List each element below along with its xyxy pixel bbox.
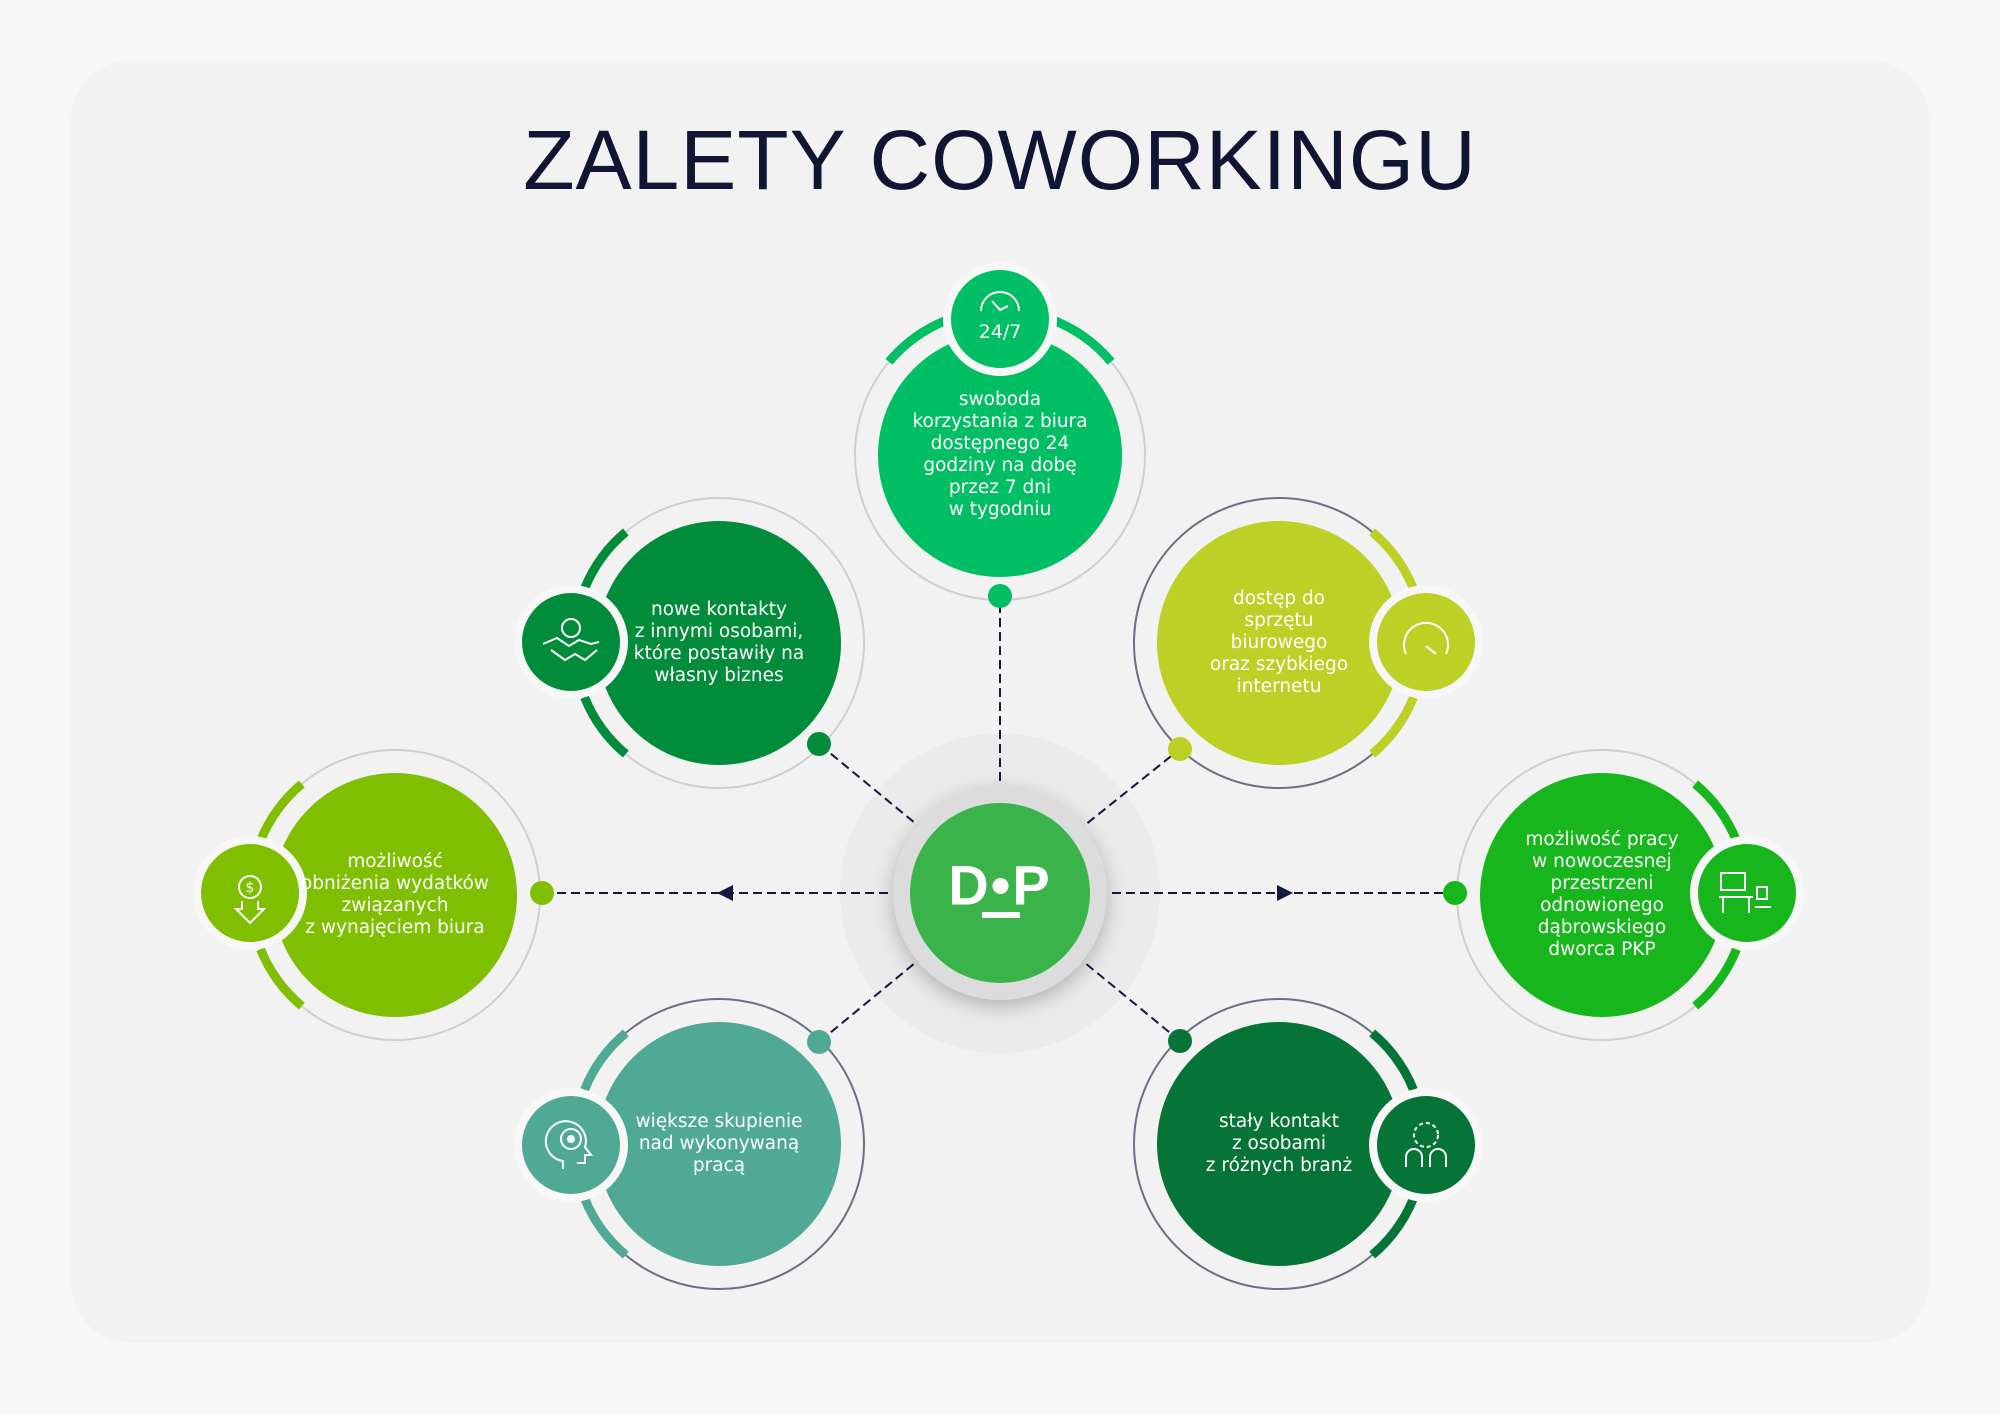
accent-arc <box>1369 528 1418 591</box>
gauge <box>1403 621 1449 655</box>
icon-circle <box>522 1096 620 1194</box>
focus-head-icon <box>544 1120 593 1169</box>
main-circle <box>597 521 841 765</box>
needle <box>1425 645 1437 655</box>
item-right <box>1443 749 1804 1041</box>
speedometer-icon <box>1403 621 1449 655</box>
logo-dp: D•P <box>948 853 1052 917</box>
page-title: ZALETY COWORKINGU <box>523 113 1477 207</box>
icon-circle <box>1698 844 1796 942</box>
head <box>544 1120 593 1169</box>
connector-dot <box>807 1030 831 1054</box>
clock-24-7-icon: 24/7 <box>979 291 1022 343</box>
icon-circle <box>1377 1096 1475 1194</box>
office-desk-icon <box>1719 872 1771 913</box>
clock-hands <box>991 300 1009 312</box>
handshake-icon <box>542 618 600 662</box>
target-center <box>567 1135 575 1143</box>
accent-arc <box>1692 780 1741 843</box>
center-circle <box>910 803 1090 983</box>
accent-arc <box>580 695 629 758</box>
item-top-left <box>514 497 865 789</box>
people-network-icon <box>1405 1122 1447 1167</box>
accent-arc <box>256 780 305 843</box>
accent-arc <box>885 316 948 365</box>
main-circle <box>1157 521 1401 765</box>
accent-arc <box>1369 695 1418 758</box>
accent-arc <box>1369 1196 1418 1259</box>
desk-chair <box>1719 886 1771 913</box>
item-top-right <box>1133 497 1483 789</box>
main-circle <box>597 1022 841 1266</box>
arrow-right-icon <box>1277 885 1293 901</box>
accent-arc <box>580 1029 629 1092</box>
accent-arc <box>1692 947 1741 1010</box>
accent-arc <box>580 528 629 591</box>
arrow-left-icon <box>717 885 733 901</box>
connector-dot <box>1443 881 1467 905</box>
connector-dot <box>1168 1029 1192 1053</box>
connector-line-bottom-left <box>818 892 1001 1043</box>
icon-label: 24/7 <box>979 321 1022 343</box>
coin <box>238 875 262 899</box>
target <box>560 1128 582 1150</box>
main-circle <box>1480 773 1724 1017</box>
icon-circle <box>951 270 1049 368</box>
main-circle <box>273 773 517 1017</box>
gear <box>1413 1122 1439 1148</box>
item-left: $ <box>193 749 554 1041</box>
icon-circle <box>522 593 620 691</box>
money-down-icon: $ <box>233 875 267 925</box>
connector-dot <box>807 732 831 756</box>
accent-arc <box>256 947 305 1010</box>
accent-arc <box>1369 1029 1418 1092</box>
down-arrow <box>233 901 267 925</box>
item-top: 24/7 <box>854 262 1146 608</box>
connector-line-top-left <box>818 743 1001 894</box>
main-circle <box>1157 1022 1401 1266</box>
icon-circle <box>1377 593 1475 691</box>
people <box>1405 1148 1447 1167</box>
connector-dot <box>530 881 554 905</box>
clock-arc <box>980 291 1020 312</box>
accent-arc <box>580 1196 629 1259</box>
main-circle <box>878 333 1122 577</box>
logo-underscore <box>982 912 1020 918</box>
hands <box>542 636 600 662</box>
connector-dot <box>988 584 1012 608</box>
icon-circle <box>201 844 299 942</box>
accent-arc <box>1052 316 1115 365</box>
speech-bubble <box>561 618 581 638</box>
connector-line-bottom-right <box>999 892 1181 1042</box>
dollar: $ <box>246 880 255 896</box>
item-bottom-left <box>514 998 865 1290</box>
connector-dot <box>1168 737 1192 761</box>
item-bottom-right <box>1133 998 1483 1290</box>
connector-line-top-right <box>999 748 1181 894</box>
monitor <box>1720 872 1746 891</box>
